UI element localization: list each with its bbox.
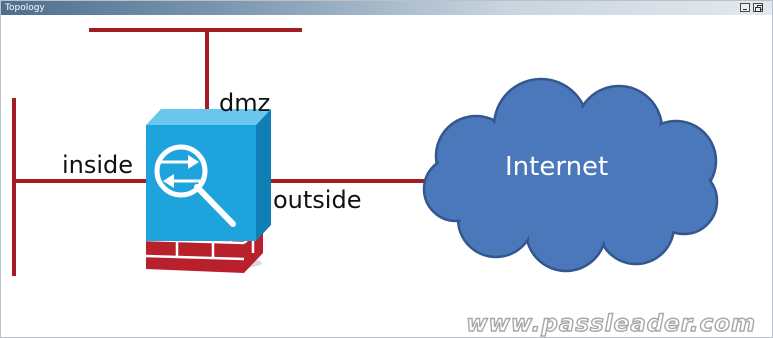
internet-label: Internet (505, 152, 608, 182)
internet-cloud-icon (422, 77, 719, 273)
watermark-text: www.passleader.com (466, 311, 756, 337)
restore-icon[interactable] (753, 3, 763, 12)
firewall-icon (145, 109, 271, 273)
topology-diagram: dmz inside outside Internet www.passlead… (12, 28, 756, 337)
inside-label: inside (62, 151, 133, 179)
outside-label: outside (273, 186, 361, 214)
dmz-label: dmz (219, 89, 270, 117)
minimize-icon[interactable] (740, 3, 750, 12)
window-title: Topology (5, 3, 45, 13)
title-bar[interactable]: Topology (1, 1, 772, 15)
